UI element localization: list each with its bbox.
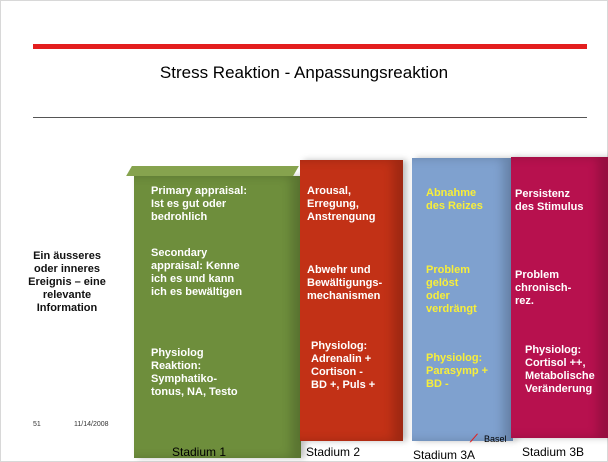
stadium-1-physiolog: Physiolog Reaktion: Symphatiko- tonus, N…: [151, 347, 238, 399]
text-line: Abnahme: [426, 187, 477, 199]
stadium-2-physiolog: Physiolog: Adrenalin + Cortison - BD +, …: [311, 340, 375, 392]
text-line: Bewältigungs-: [307, 277, 383, 289]
stage-label-1: Stadium 1: [172, 445, 227, 459]
text-line: Physiolog:: [426, 352, 483, 364]
stadium-3a-box: Abnahme des Reizes Problem gelöst oder v…: [412, 158, 513, 441]
text-line: Secondary: [151, 247, 208, 259]
title-top-rule: [33, 44, 587, 49]
stadium-2-arousal: Arousal, Erregung, Anstrengung: [307, 185, 375, 224]
text-line: Anstrengung: [307, 211, 376, 223]
text-line: Physiolog:: [311, 340, 368, 352]
text-line: des Reizes: [426, 200, 483, 212]
text-line: gelöst: [426, 277, 459, 289]
text-line: ich es und kann: [151, 273, 235, 285]
text-line: Primary appraisal:: [151, 185, 247, 197]
text-line: Ist es gut oder: [151, 198, 227, 210]
text-line: Problem: [515, 269, 560, 281]
text-line: Parasymp +: [426, 365, 489, 377]
text-line: Arousal,: [307, 185, 352, 197]
text-line: verdrängt: [426, 303, 477, 315]
event-line: Ein äusseres: [33, 250, 101, 262]
stadium-3a-problem: Problem gelöst oder verdrängt: [426, 264, 477, 316]
stadium-1-box: Primary appraisal: Ist es gut oder bedro…: [126, 166, 301, 458]
stadium-1-secondary: Secondary appraisal: Kenne ich es und ka…: [151, 247, 242, 299]
event-line: Information: [36, 302, 98, 314]
text-line: Physiolog: [151, 347, 204, 359]
event-description: Ein äusseres oder inneres Ereignis – ein…: [18, 250, 116, 315]
text-line: BD +, Puls +: [311, 379, 376, 391]
text-line: BD -: [426, 378, 449, 390]
stage-label-2: Stadium 2: [306, 445, 361, 459]
text-line: mechanismen: [307, 290, 381, 302]
text-line: ich es bewältigen: [151, 286, 243, 298]
slide-date: 11/14/2008: [74, 421, 109, 428]
text-line: Abwehr und: [307, 264, 371, 276]
text-line: appraisal: Kenne: [151, 260, 240, 272]
text-line: Adrenalin +: [311, 353, 372, 365]
text-line: bedrohlich: [151, 211, 208, 223]
stadium-3b-persistence: Persistenz des Stimulus: [515, 188, 583, 214]
stadium-2-defense: Abwehr und Bewältigungs- mechanismen: [307, 264, 382, 303]
text-line: Cortisol ++,: [525, 357, 586, 369]
university-logo: ⟋ Basel: [470, 433, 525, 447]
text-line: rez.: [515, 295, 534, 307]
logo-mark-icon: ⟋: [470, 433, 478, 445]
text-line: Persistenz: [515, 188, 571, 200]
text-line: Veränderung: [525, 383, 593, 395]
stadium-3a-physiolog: Physiolog: Parasymp + BD -: [426, 352, 488, 391]
box-top-face: [126, 166, 299, 176]
text-line: des Stimulus: [515, 201, 584, 213]
text-line: Problem: [426, 264, 471, 276]
stage-label-3a: Stadium 3A: [413, 448, 476, 462]
logo-text: Basel: [484, 434, 507, 444]
text-line: Reaktion:: [151, 360, 202, 372]
event-line: Ereignis – eine: [28, 276, 106, 288]
text-line: Symphatiko-: [151, 373, 218, 385]
stadium-3b-physiolog: Physiolog: Cortisol ++, Metabolische Ver…: [525, 344, 595, 396]
stage-label-3b: Stadium 3B: [522, 445, 585, 459]
text-line: Physiolog:: [525, 344, 582, 356]
text-line: oder: [426, 290, 450, 302]
stadium-2-box: Arousal, Erregung, Anstrengung Abwehr un…: [300, 160, 403, 441]
text-line: tonus, NA, Testo: [151, 386, 238, 398]
title-bottom-rule: [33, 117, 587, 118]
text-line: Cortison -: [311, 366, 363, 378]
stadium-3a-decrease: Abnahme des Reizes: [426, 187, 483, 213]
stadium-3b-problem: Problem chronisch- rez.: [515, 269, 571, 308]
stadium-1-appraisal: Primary appraisal: Ist es gut oder bedro…: [151, 185, 247, 224]
event-line: oder inneres: [33, 263, 101, 275]
slide-title: Stress Reaktion - Anpassungsreaktion: [159, 63, 449, 82]
stadium-3b-box: Persistenz des Stimulus Problem chronisc…: [511, 157, 608, 438]
text-line: chronisch-: [515, 282, 572, 294]
slide-number: 51: [33, 421, 41, 428]
text-line: Erregung,: [307, 198, 359, 210]
event-line: relevante: [42, 289, 92, 301]
text-line: Metabolische: [525, 370, 595, 382]
